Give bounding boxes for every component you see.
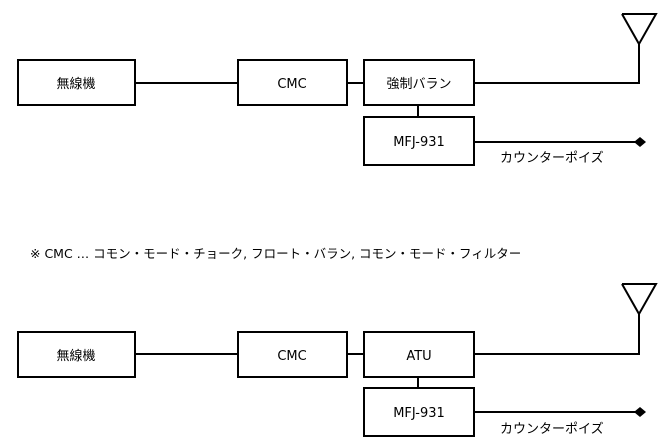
radio-box-2 [17,331,136,378]
balun-label-1: 強制バラン [386,77,451,92]
cmc-footnote: ※ CMC … コモン・モード・チョーク, フロート・バラン, コモン・モード・… [30,246,521,261]
cmc-label-2: CMC [277,349,306,364]
diagram-2: 無線機 CMC ATU MFJ-931 カウンターポイズ [17,283,658,437]
antenna-icon-2 [621,283,658,317]
radio-label-2: 無線機 [56,348,95,364]
atu-box-2 [363,331,475,378]
meter-box-2 [363,387,475,437]
diagram-1: 無線機 CMC 強制バラン MFJ-931 カウンターポイズ [17,13,658,166]
radio-box-1 [17,59,136,106]
meter-label-1: MFJ-931 [393,135,445,150]
atu-antenna-wire-2 [474,312,640,355]
balun-box-1 [363,59,475,106]
cmc-box-1 [237,59,348,106]
radio-label-1: 無線機 [56,76,95,92]
counterpoise-terminal-icon-2 [634,407,646,417]
meter-label-2: MFJ-931 [393,406,445,421]
meter-box-1 [363,116,475,166]
counterpoise-terminal-icon-1 [634,137,646,147]
counterpoise-label-1: カウンターポイズ [500,150,604,166]
cmc-box-2 [237,331,348,378]
atu-label-2: ATU [406,349,431,364]
antenna-icon-1 [621,13,658,47]
cmc-label-1: CMC [277,77,306,92]
counterpoise-label-2: カウンターポイズ [500,421,604,437]
balun-antenna-wire-1 [474,42,640,84]
